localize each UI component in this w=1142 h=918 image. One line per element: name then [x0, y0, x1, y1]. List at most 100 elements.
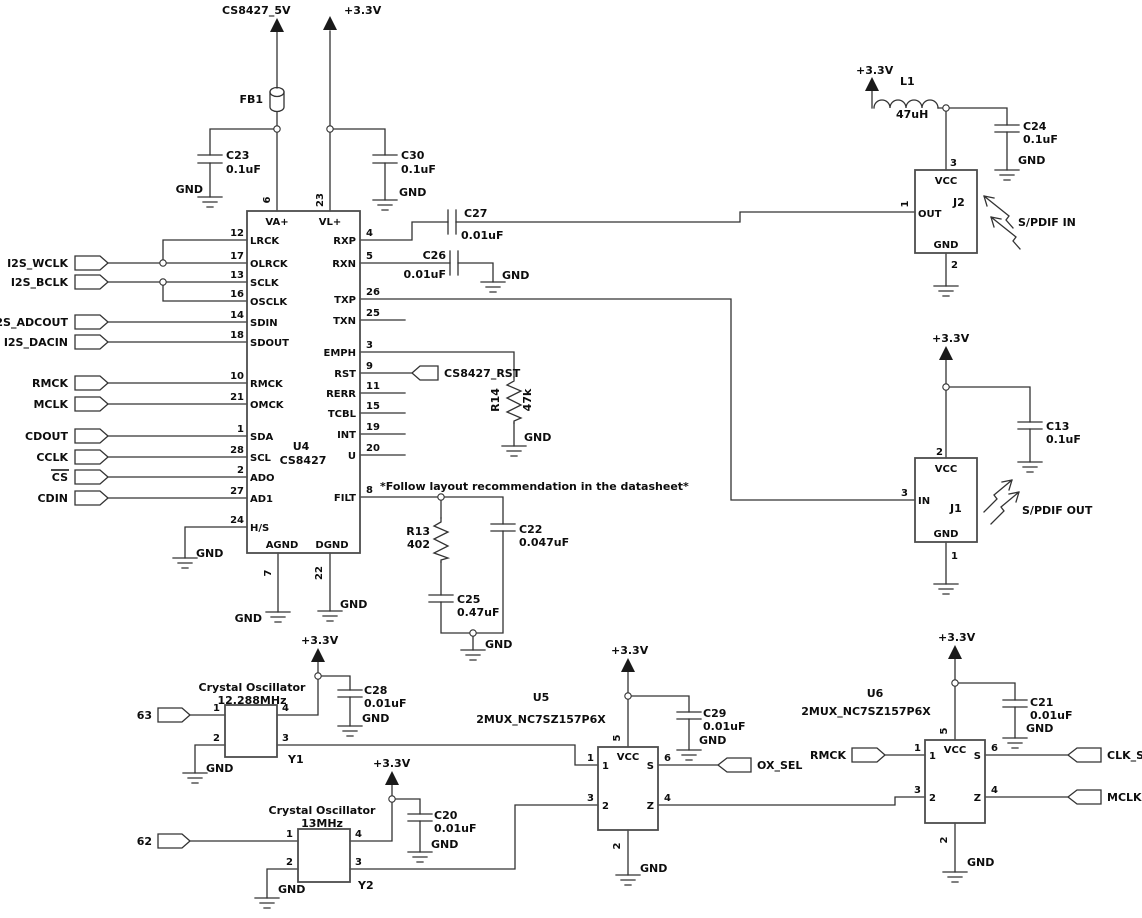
port-label: RMCK	[810, 749, 846, 762]
pin-name: ADO	[250, 473, 275, 484]
c25-value: 0.47uF	[457, 606, 500, 619]
r14-value: 47k	[521, 388, 534, 411]
port-cdin	[74, 490, 109, 506]
junction-dot	[388, 795, 396, 803]
pin-name: RERR	[326, 389, 356, 400]
pin-num: 21	[230, 392, 244, 403]
port-label: MCLK	[1107, 791, 1142, 804]
pin-num: 9	[366, 361, 373, 372]
gnd-label: GND	[206, 762, 233, 775]
oscillator-outline	[224, 704, 278, 758]
oscillator-outline	[297, 828, 351, 883]
power-arrow-icon	[270, 18, 284, 32]
pin-num: 3	[587, 793, 594, 804]
pin-num: 10	[230, 371, 244, 382]
capacitor-icon	[1002, 699, 1028, 708]
wire-vl-plus	[329, 30, 386, 212]
pin-num: 2	[612, 842, 623, 849]
u4-part: CS8427	[280, 454, 327, 467]
connector-j2: L1 47uH C24 0.1uF VCC OUT GND J2 3 1 2 S…	[873, 75, 1076, 271]
wire-u6-nets	[884, 658, 1069, 873]
oscillator-y1: Crystal Oscillator 12.288MHz Y1 1 2 3 4 …	[137, 681, 306, 766]
pin-name: IN	[918, 496, 930, 507]
resistor-r14: R14 47k	[489, 376, 534, 424]
wire-txp	[359, 298, 916, 501]
gnd-label: GND	[399, 186, 426, 199]
wire-lrck	[107, 239, 248, 264]
port-i2s-dacin	[74, 334, 109, 350]
port-label: CLK_SEL	[1107, 749, 1142, 762]
pin-name: VCC	[935, 464, 957, 475]
wire-y1-nets	[189, 661, 599, 774]
c22-ref: C22	[519, 523, 542, 536]
capacitor-c20: C20 0.01uF	[407, 809, 477, 835]
pin-name: RXP	[333, 236, 356, 247]
pin-num: 13	[230, 270, 244, 281]
chip-u4-cs8427: U4 CS8427 12 17 13 16 14 18 10 21 1 28 2…	[230, 193, 380, 580]
pin-name: LRCK	[250, 236, 280, 247]
port-pentagon	[411, 365, 439, 381]
pin-num: 3	[355, 857, 362, 868]
capacitor-c26: C26 0.01uF	[404, 249, 459, 281]
ground-icon	[615, 874, 641, 886]
pin-num: 15	[366, 401, 380, 412]
net-label-3v3: +3.3V	[932, 332, 970, 345]
port-i2s-bclk	[74, 274, 109, 290]
port-cs8427-rst: CS8427_RST	[411, 365, 521, 381]
power-arrow-icon	[323, 16, 337, 30]
pin-name: SCL	[250, 453, 272, 464]
port-clk-sel	[1066, 747, 1102, 763]
inductor-icon	[873, 99, 939, 109]
net-label-cs8427-5v: CS8427_5V	[222, 4, 291, 17]
pin-name: GND	[934, 240, 959, 251]
pin-num: 5	[939, 727, 950, 734]
pin-num: 6	[991, 743, 998, 754]
junction-dot	[951, 679, 959, 687]
pin-name: EMPH	[324, 348, 356, 359]
pin-name: GND	[934, 529, 959, 540]
pin-name: 2	[929, 793, 936, 804]
pin-num: 25	[366, 308, 380, 319]
ground-icon	[337, 725, 363, 737]
pin-name: TCBL	[328, 409, 357, 420]
j1-ref: J1	[949, 502, 962, 515]
net-label-3v3: +3.3V	[938, 631, 976, 644]
gnd-label: GND	[196, 547, 223, 560]
capacitor-c29: C29 0.01uF	[676, 707, 746, 733]
junction-dot	[314, 672, 322, 680]
pin-num: 2	[939, 836, 950, 843]
power-arrow-icon	[621, 658, 635, 672]
pin-num: 8	[366, 485, 373, 496]
pin-num: 1	[286, 829, 293, 840]
r13-ref: R13	[406, 525, 430, 538]
wire-sclk	[107, 281, 248, 302]
ground-icon	[501, 445, 527, 457]
ground-icon	[172, 557, 198, 569]
pin-num: 2	[936, 447, 943, 458]
port-label: CS	[52, 471, 68, 484]
wire-emph	[359, 351, 515, 447]
c28-ref: C28	[364, 684, 387, 697]
capacitor-icon	[407, 813, 433, 822]
pin-name: VCC	[944, 745, 966, 756]
power-net-labels: CS8427_5V +3.3V +3.3V +3.3V +3.3V +3.3V …	[222, 4, 976, 770]
ground-icon	[933, 285, 959, 297]
junction-dot	[159, 278, 167, 286]
ferrite-bead-fb1: FB1	[239, 86, 285, 113]
pin-name: OLRCK	[250, 259, 289, 270]
c24-value: 0.1uF	[1023, 133, 1058, 146]
ground-icon	[372, 199, 398, 211]
power-arrow-icon	[385, 771, 399, 785]
pin-num: 11	[366, 381, 380, 392]
c27-ref: C27	[464, 207, 487, 220]
pin-name: AGND	[266, 540, 299, 551]
ground-icon	[1017, 461, 1043, 473]
ground-icon	[676, 749, 702, 761]
connector-outline	[914, 457, 978, 543]
gnd-label: GND	[278, 883, 305, 896]
connector-outline	[914, 169, 978, 254]
pin-num: 20	[366, 443, 380, 454]
capacitor-c30: C30 0.1uF	[372, 149, 436, 176]
u6-part: 2MUX_NC7SZ157P6X	[801, 705, 931, 718]
